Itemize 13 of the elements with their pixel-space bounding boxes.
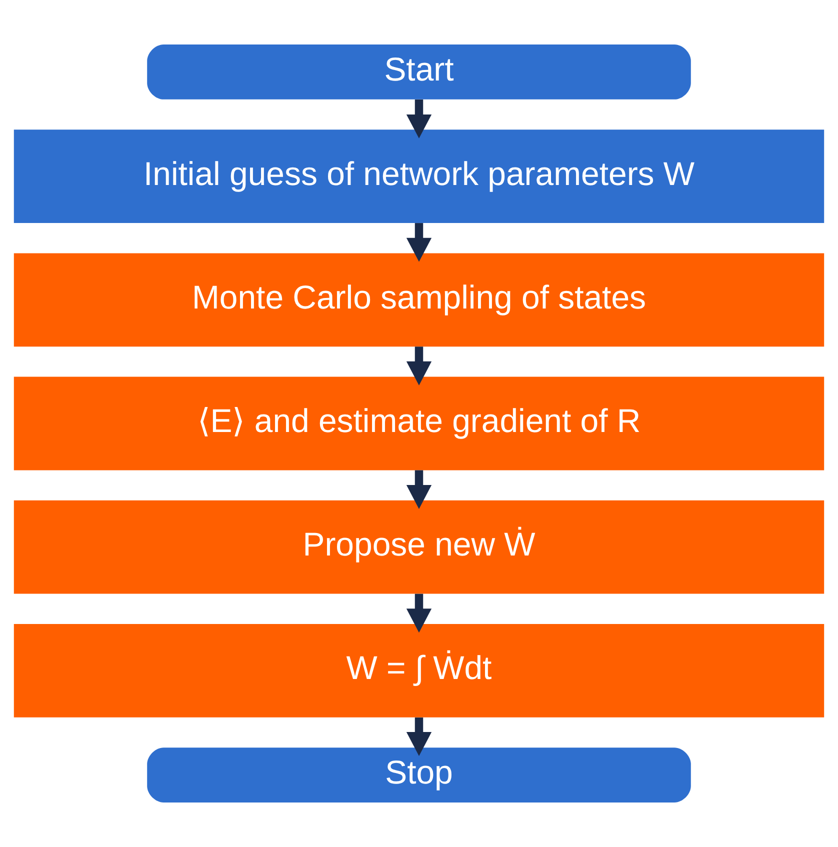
arrow [406, 718, 432, 756]
node-box: ⟨E⟩ and estimate gradient of R [14, 376, 824, 470]
arrow [406, 223, 432, 262]
node-box: Monte Carlo sampling of states [14, 253, 824, 347]
arrow [406, 594, 432, 633]
arrow [406, 470, 432, 509]
node-box: Start [147, 44, 691, 100]
node-box: W = ∫ Ẇdt [14, 624, 824, 718]
node-box: Stop [147, 748, 691, 802]
node-box: Propose new Ẇ [14, 500, 824, 594]
node-box: Initial guess of network parameters W [14, 130, 824, 223]
arrow [406, 346, 432, 386]
arrow [406, 100, 432, 138]
